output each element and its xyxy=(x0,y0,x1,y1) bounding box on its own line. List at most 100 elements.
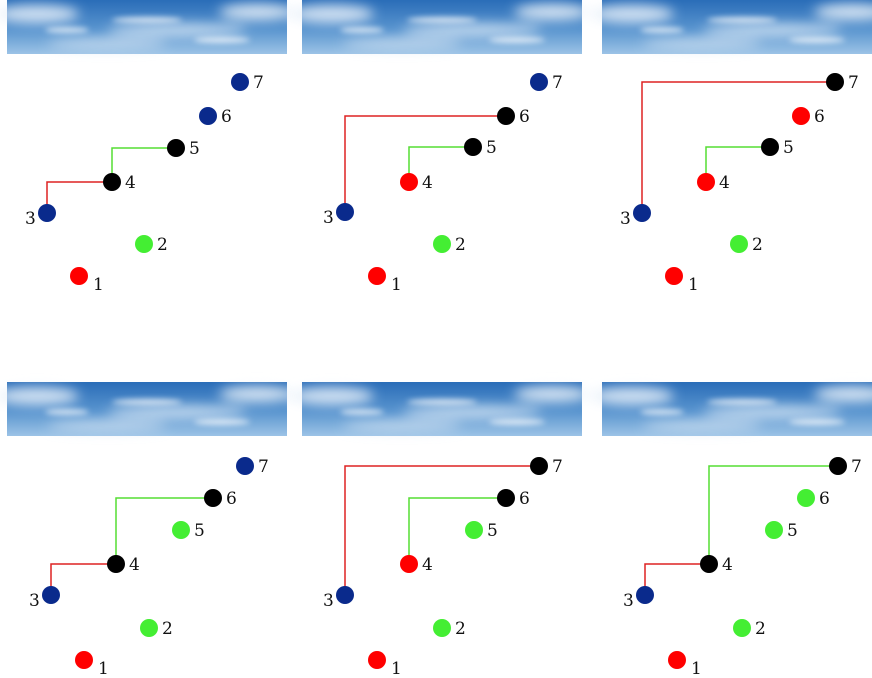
node-4 xyxy=(103,173,121,191)
node-label-2: 2 xyxy=(455,235,466,255)
node-label-7: 7 xyxy=(552,457,563,477)
node-label-1: 1 xyxy=(688,275,699,295)
node-label-4: 4 xyxy=(422,173,433,193)
node-label-4: 4 xyxy=(125,173,136,193)
sky-banner-image xyxy=(590,0,872,54)
node-label-1: 1 xyxy=(98,659,109,678)
node-label-4: 4 xyxy=(722,555,733,575)
edge-4-6 xyxy=(408,497,506,564)
node-label-5: 5 xyxy=(486,138,497,158)
node-5 xyxy=(465,521,483,539)
node-3 xyxy=(38,204,56,222)
panel-b: 1 2 3 4 5 6 7 xyxy=(290,0,590,295)
node-5 xyxy=(765,521,783,539)
node-6 xyxy=(199,107,217,125)
node-6 xyxy=(497,489,515,507)
node-2 xyxy=(733,619,751,637)
node-label-5: 5 xyxy=(194,521,205,541)
sky-banner-image xyxy=(290,382,590,436)
node-label-3: 3 xyxy=(25,209,36,229)
node-label-3: 3 xyxy=(323,208,334,228)
node-1 xyxy=(368,267,386,285)
node-6 xyxy=(797,489,815,507)
edge-4-5 xyxy=(705,146,770,182)
node-1 xyxy=(665,267,683,285)
node-7 xyxy=(829,457,847,475)
edge-3-7 xyxy=(641,81,835,213)
node-label-6: 6 xyxy=(819,489,830,509)
node-label-7: 7 xyxy=(851,457,862,477)
node-label-1: 1 xyxy=(391,275,402,295)
node-label-2: 2 xyxy=(162,619,173,639)
node-label-5: 5 xyxy=(487,521,498,541)
node-label-1: 1 xyxy=(691,659,702,678)
node-4 xyxy=(700,555,718,573)
node-7 xyxy=(826,73,844,91)
node-1 xyxy=(368,651,386,669)
node-2 xyxy=(433,235,451,253)
node-7 xyxy=(231,73,249,91)
node-3 xyxy=(336,586,354,604)
node-label-1: 1 xyxy=(391,659,402,678)
node-label-6: 6 xyxy=(519,107,530,127)
node-label-7: 7 xyxy=(253,73,264,93)
node-label-2: 2 xyxy=(755,619,766,639)
node-label-4: 4 xyxy=(129,555,140,575)
node-2 xyxy=(135,235,153,253)
node-7 xyxy=(530,457,548,475)
node-label-5: 5 xyxy=(189,139,200,159)
node-3 xyxy=(636,586,654,604)
node-5 xyxy=(172,521,190,539)
edge-3-7 xyxy=(344,465,539,595)
node-label-7: 7 xyxy=(848,73,859,93)
node-label-6: 6 xyxy=(221,107,232,127)
node-1 xyxy=(75,651,93,669)
node-5 xyxy=(761,138,779,156)
node-3 xyxy=(336,203,354,221)
edge-3-4 xyxy=(50,563,116,595)
sky-banner-image xyxy=(0,382,295,436)
edge-4-7 xyxy=(708,465,838,564)
node-label-7: 7 xyxy=(552,73,563,93)
node-label-2: 2 xyxy=(752,235,763,255)
node-6 xyxy=(792,107,810,125)
node-label-7: 7 xyxy=(258,457,269,477)
node-7 xyxy=(530,73,548,91)
node-label-3: 3 xyxy=(323,591,334,611)
node-7 xyxy=(236,457,254,475)
node-1 xyxy=(70,267,88,285)
edge-3-6 xyxy=(344,115,506,212)
node-label-6: 6 xyxy=(814,107,825,127)
sky-banner-image xyxy=(590,382,872,436)
node-6 xyxy=(497,107,515,125)
node-label-3: 3 xyxy=(620,209,631,229)
node-6 xyxy=(204,489,222,507)
node-label-4: 4 xyxy=(719,173,730,193)
node-label-5: 5 xyxy=(787,521,798,541)
panel-c: 1 2 3 4 56 7 xyxy=(590,0,872,295)
node-2 xyxy=(433,619,451,637)
sky-banner-image xyxy=(0,0,295,54)
node-2 xyxy=(730,235,748,253)
node-label-2: 2 xyxy=(455,619,466,639)
node-1 xyxy=(668,651,686,669)
edge-4-5 xyxy=(408,146,473,182)
node-label-3: 3 xyxy=(623,591,634,611)
node-label-3: 3 xyxy=(29,591,40,611)
node-label-5: 5 xyxy=(783,138,794,158)
node-3 xyxy=(633,204,651,222)
panel-f: 1 2 3 4 5 6 7 xyxy=(590,382,872,678)
node-4 xyxy=(400,173,418,191)
sky-banner-image xyxy=(290,0,590,54)
edge-3-4 xyxy=(644,563,709,595)
node-4 xyxy=(107,555,125,573)
node-2 xyxy=(140,619,158,637)
node-4 xyxy=(697,173,715,191)
node-5 xyxy=(167,139,185,157)
node-label-4: 4 xyxy=(422,555,433,575)
node-4 xyxy=(400,555,418,573)
